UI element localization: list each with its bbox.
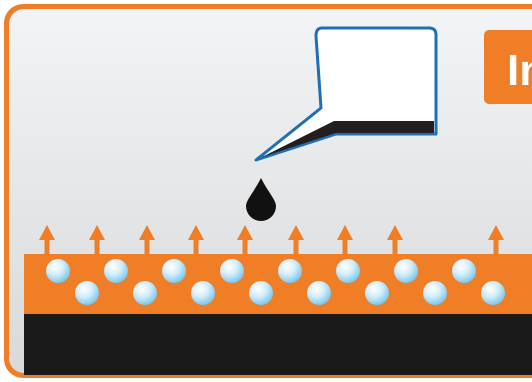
particle-icon [481, 281, 505, 305]
particle-icon [133, 281, 157, 305]
label-tab-text: In [507, 46, 532, 95]
particle-icon [452, 259, 476, 283]
particle-icon [104, 259, 128, 283]
particle-icon [46, 259, 70, 283]
particle-icon [249, 281, 273, 305]
particle-icon [75, 281, 99, 305]
particle-icon [394, 259, 418, 283]
substrate-layer [24, 314, 532, 382]
particle-icon [162, 259, 186, 283]
particle-icon [307, 281, 331, 305]
particle-icon [365, 281, 389, 305]
particle-icon [191, 281, 215, 305]
particle-icon [278, 259, 302, 283]
particle-icon [423, 281, 447, 305]
particle-icon [220, 259, 244, 283]
label-tab: In [484, 30, 532, 104]
particle-icon [336, 259, 360, 283]
